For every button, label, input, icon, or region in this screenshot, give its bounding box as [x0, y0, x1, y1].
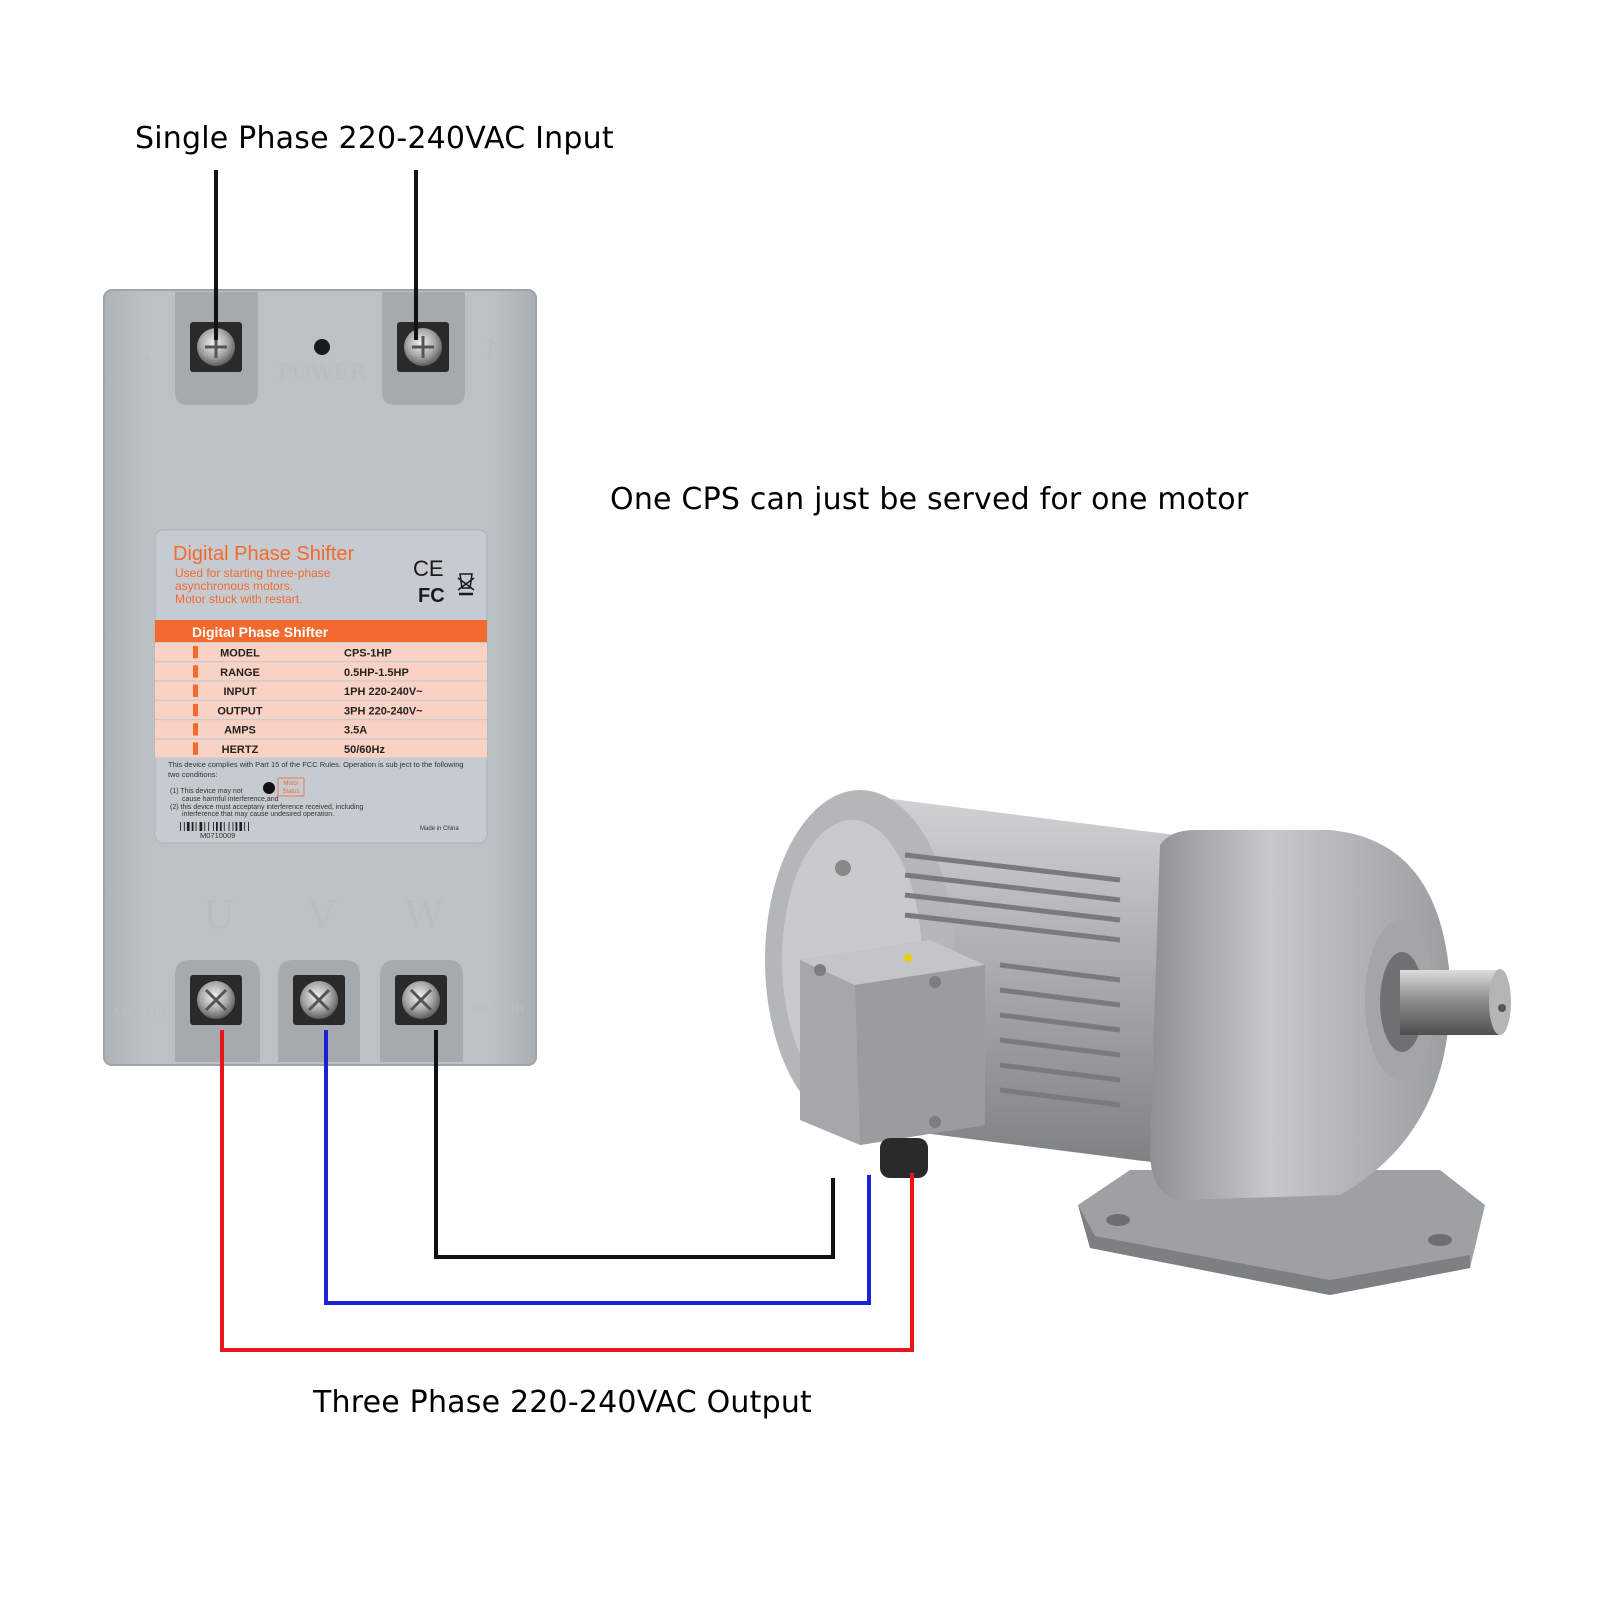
- phase-shifter-device: POWER L N U V W MOTOR MOTOR Digital Phas…: [103, 289, 537, 1066]
- plate-desc-3: Motor stuck with restart.: [175, 592, 302, 606]
- spec-value: 3PH 220-240V~: [344, 705, 423, 717]
- motor-status-1: Motor: [283, 781, 298, 787]
- spec-label: RANGE: [220, 667, 260, 679]
- spec-row: [155, 739, 487, 758]
- gear-motor-image: [765, 790, 1511, 1295]
- spec-label: HERTZ: [222, 744, 259, 756]
- spec-row-marker: [193, 684, 198, 697]
- spec-row: [155, 720, 487, 739]
- u-label: U: [203, 893, 235, 937]
- plate-desc-2: asynchronous motors.: [175, 579, 293, 593]
- cond-1a: (1) This device may not: [170, 788, 243, 795]
- terminal-w: [395, 975, 447, 1025]
- motor-status-2: Status: [282, 789, 299, 795]
- spec-row-marker: [193, 703, 198, 717]
- barcode-bar: [195, 822, 197, 831]
- cond-2b: interference that may cause undesired op…: [182, 811, 334, 818]
- spec-label: AMPS: [224, 725, 256, 737]
- barcode-bar: [208, 822, 210, 831]
- output-wires: [220, 1030, 914, 1352]
- barcode-bar: [204, 822, 206, 831]
- power-led: [314, 339, 330, 355]
- spec-value: 50/60Hz: [344, 744, 385, 756]
- spec-label: OUTPUT: [217, 705, 263, 717]
- fcc-line-1: This device complies with Part 15 of the…: [168, 760, 464, 769]
- nameplate: Digital Phase Shifter Used for starting …: [154, 529, 488, 844]
- spec-row: [155, 643, 487, 661]
- spec-row-marker: [193, 742, 198, 755]
- terminal-u: [190, 975, 242, 1025]
- made-in: Made in China: [420, 826, 459, 832]
- spec-row-marker: [193, 646, 198, 659]
- spec-table: MODEL CPS-1HP RANGE 0.5HP-1.5HP INPUT 1PH 220…: [155, 643, 487, 758]
- barcode-bar: [232, 822, 234, 831]
- spec-row-marker: [193, 665, 198, 678]
- input-wires: [214, 170, 418, 340]
- fcc-line-2: two conditions:: [168, 770, 218, 779]
- barcode-bar: [199, 822, 203, 831]
- motor-label-right: MOTOR: [471, 1001, 525, 1016]
- barcode-bar: [239, 822, 243, 831]
- spec-row: [155, 700, 487, 719]
- spec-row: [155, 662, 487, 681]
- barcode-bar: [186, 822, 190, 831]
- ce-mark: CE: [413, 556, 444, 581]
- motor-status-led: [263, 782, 275, 794]
- spec-row: [155, 681, 487, 700]
- barcode-bar: [219, 822, 222, 831]
- wire-blue: [324, 1030, 871, 1305]
- spec-row-marker: [193, 723, 198, 736]
- output-caption: Three Phase 220-240VAC Output: [313, 1385, 813, 1420]
- fc-mark: FC: [418, 585, 445, 607]
- terminal-v: [293, 975, 345, 1025]
- wire-red: [220, 1030, 914, 1352]
- barcode-bar: [191, 822, 194, 831]
- barcode-bar: [216, 822, 218, 831]
- barcode-bar: [228, 822, 230, 831]
- cond-1b: cause harmful interference,and: [182, 796, 279, 803]
- v-label: V: [307, 893, 336, 937]
- barcode-bar: [248, 822, 249, 831]
- plate-title: Digital Phase Shifter: [173, 543, 355, 565]
- plate-band-title: Digital Phase Shifter: [192, 624, 329, 640]
- terminal-l: [190, 322, 242, 372]
- plate-desc-1: Used for starting three-phase: [175, 566, 331, 580]
- spec-value: 1PH 220-240V~: [344, 686, 423, 698]
- barcode-bar: [213, 822, 214, 831]
- cond-2a: (2) this device must acceptany interfere…: [170, 804, 363, 811]
- barcode-bar: [235, 822, 238, 831]
- w-label: W: [404, 893, 443, 937]
- spec-value: 0.5HP-1.5HP: [344, 667, 409, 679]
- wire-black: [434, 1030, 835, 1259]
- note-caption: One CPS can just be served for one motor: [610, 482, 1249, 517]
- barcode-bar: [223, 822, 225, 831]
- motor-label-left: MOTOR: [113, 1006, 167, 1021]
- terminal-n: [397, 322, 449, 372]
- barcode-bar: [244, 822, 246, 831]
- barcode-bar: [183, 822, 185, 831]
- barcode: [180, 822, 249, 831]
- l-label: L: [130, 333, 150, 368]
- weee-bin-icon: [457, 573, 475, 596]
- n-label: N: [485, 333, 511, 368]
- serial-number: M0710009: [200, 831, 235, 840]
- spec-label: INPUT: [224, 686, 257, 698]
- power-label: POWER: [278, 361, 368, 386]
- spec-value: 3.5A: [344, 725, 367, 737]
- input-caption: Single Phase 220-240VAC Input: [135, 121, 614, 156]
- spec-label: MODEL: [220, 648, 260, 660]
- barcode-bar: [180, 822, 181, 831]
- spec-value: CPS-1HP: [344, 648, 392, 660]
